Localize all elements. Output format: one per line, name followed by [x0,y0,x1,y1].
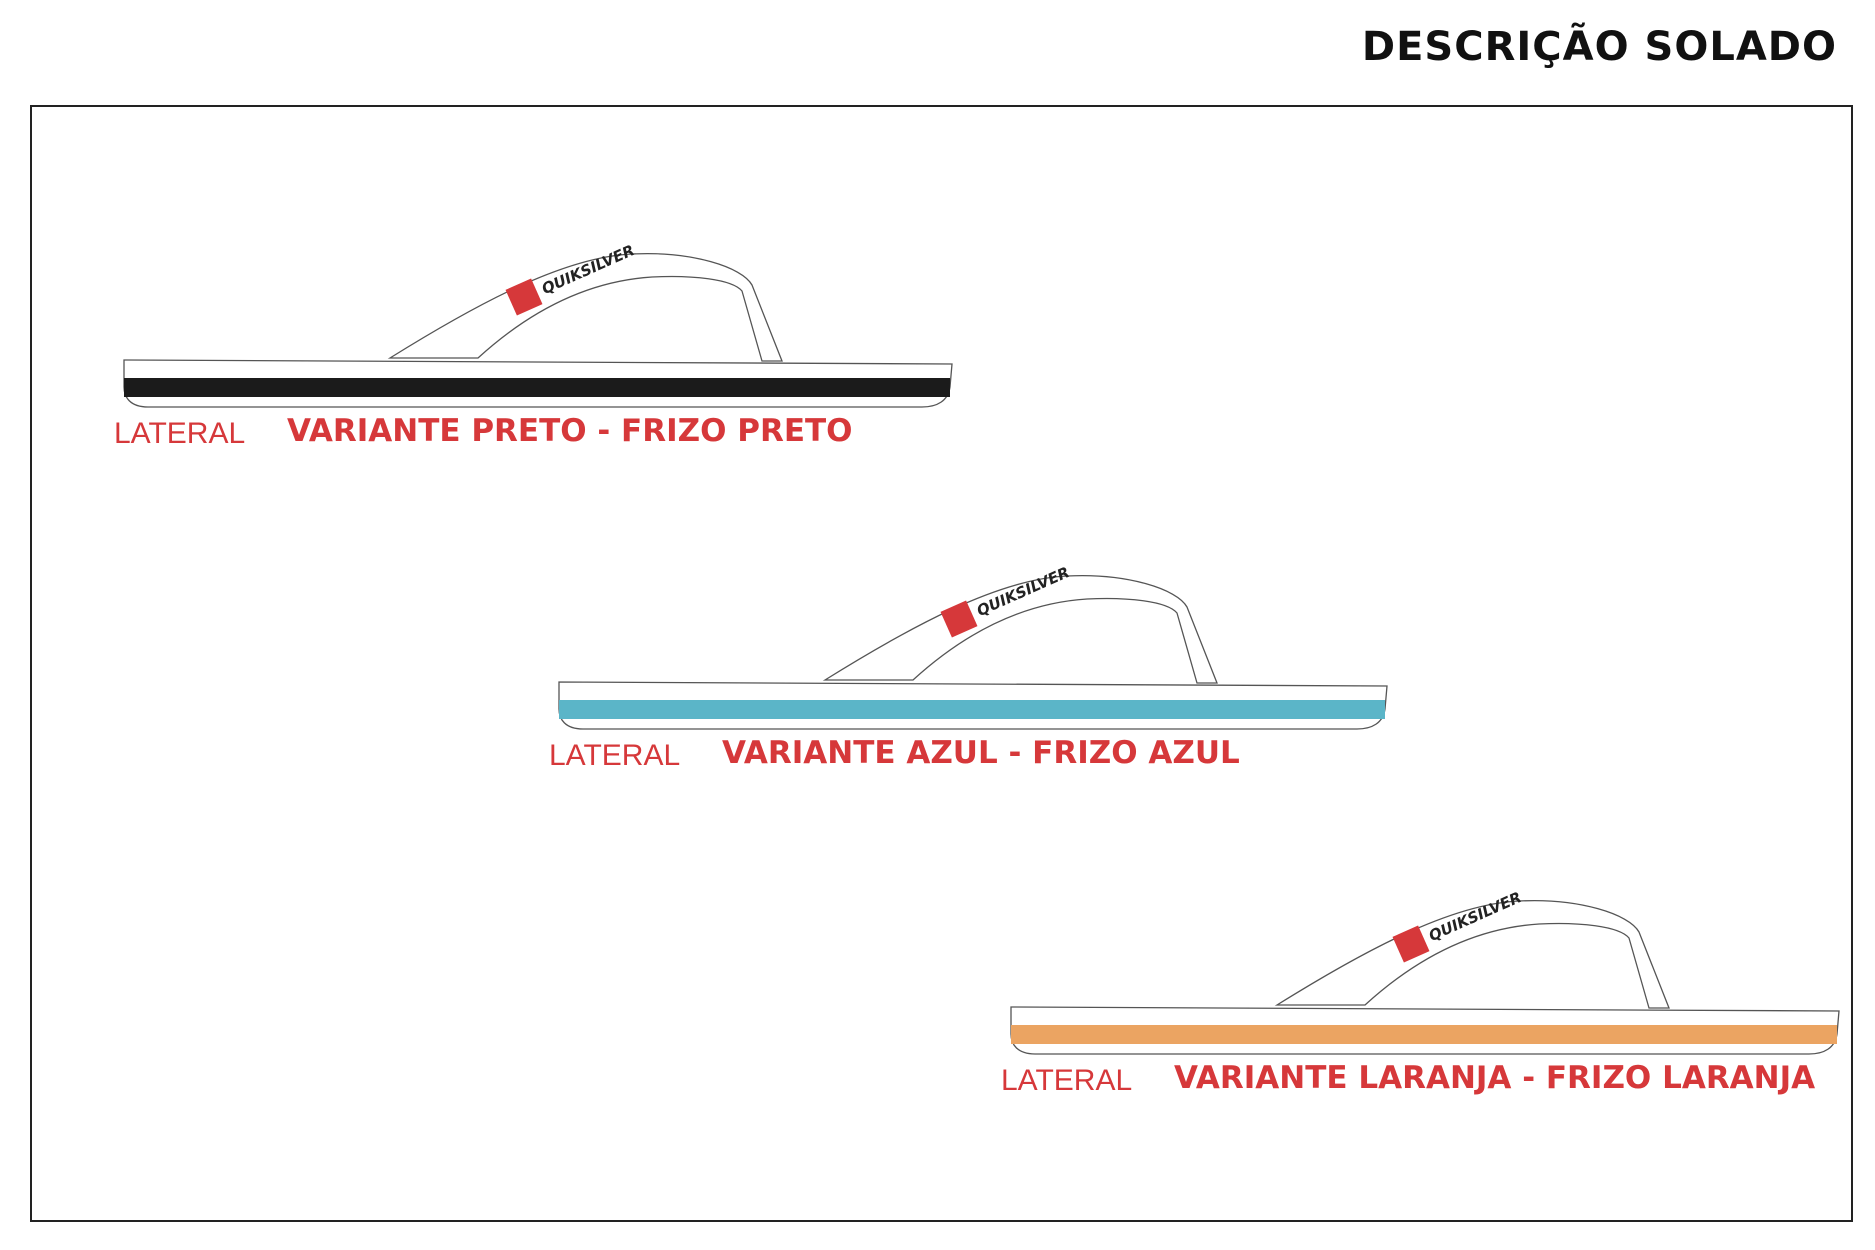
sole-description-frame: QUIKSILVER LATERAL VARIANTE PRETO - FRIZ… [30,105,1853,1222]
variant-name: VARIANTE AZUL - FRIZO AZUL [722,735,1240,771]
variant-laranja: QUIKSILVER LATERAL VARIANTE LARANJA - FR… [979,884,1840,1104]
frizo-stripe [1011,1025,1837,1044]
flip-flop-side-view-laranja: QUIKSILVER [1010,888,1840,1055]
page-title: DESCRIÇÃO SOLADO [1361,24,1837,70]
lateral-label: LATERAL [114,417,246,450]
lateral-label: LATERAL [549,739,681,772]
lateral-label: LATERAL [1001,1064,1133,1097]
quiksilver-logo-icon [505,278,543,316]
variant-name: VARIANTE PRETO - FRIZO PRETO [287,413,853,449]
variant-azul: QUIKSILVER LATERAL VARIANTE AZUL - FRIZO… [527,559,1388,779]
frizo-stripe [559,700,1385,719]
flip-flop-side-view-azul: QUIKSILVER [558,563,1388,730]
flip-flop-side-view-preto: QUIKSILVER [123,241,953,408]
quiksilver-logo-icon [1392,925,1430,963]
variant-preto: QUIKSILVER LATERAL VARIANTE PRETO - FRIZ… [92,237,953,457]
variant-name: VARIANTE LARANJA - FRIZO LARANJA [1174,1060,1816,1096]
quiksilver-logo-icon [940,600,978,638]
frizo-stripe [124,378,950,397]
